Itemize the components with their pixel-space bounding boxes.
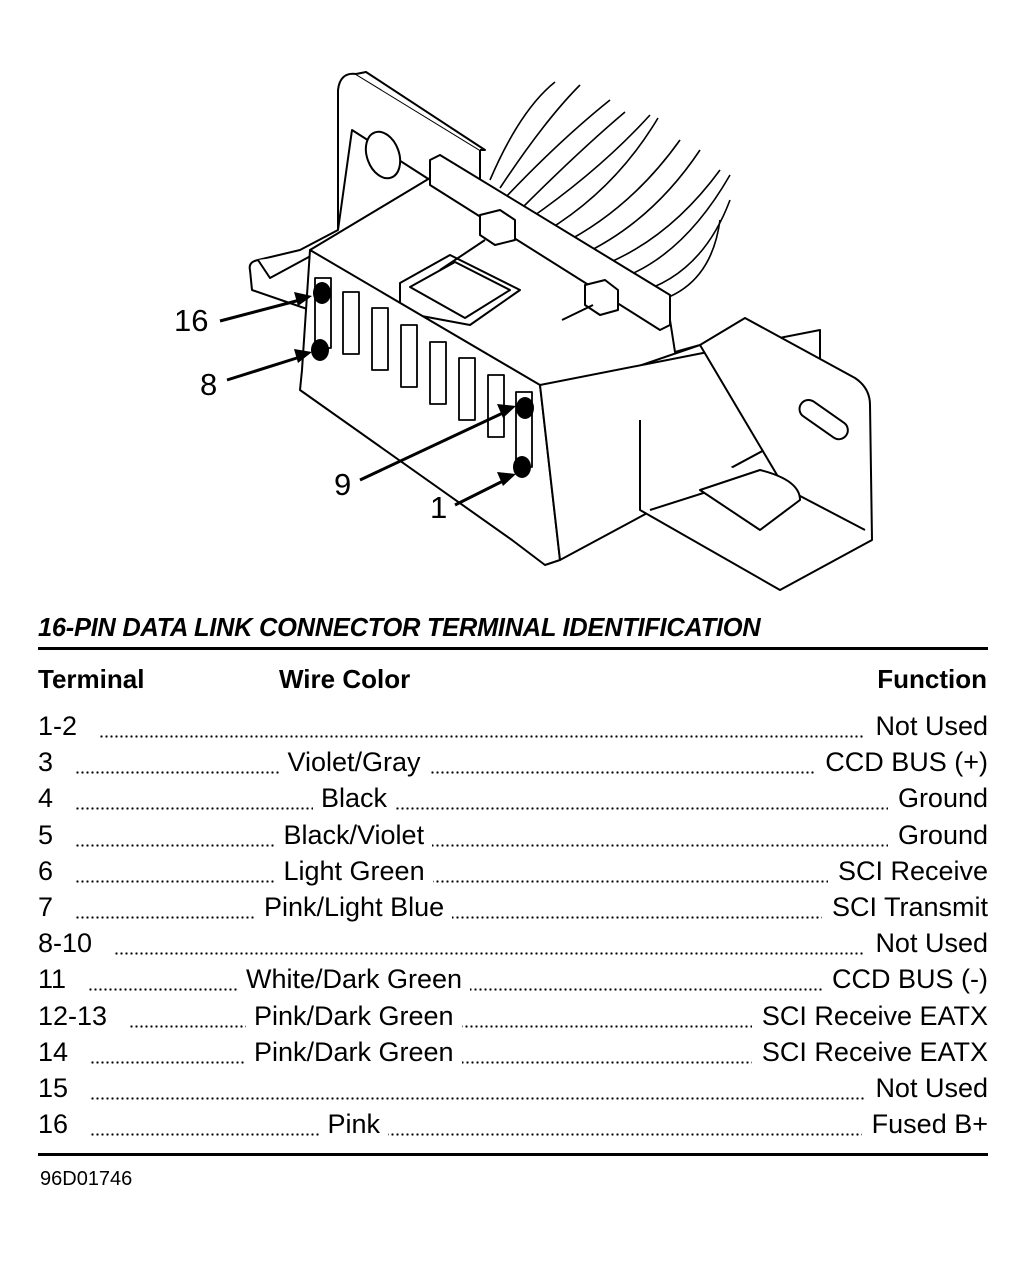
data-link-connector-illustration	[219, 71, 873, 591]
upper-mounting-bracket	[248, 71, 486, 311]
function-cell: SCI Receive EATX	[755, 1033, 988, 1070]
function-cell: CCD BUS (+)	[819, 744, 988, 781]
table-row: 8-10 Not Used	[38, 925, 988, 962]
terminal-cell: 7	[38, 892, 54, 922]
leader-dots	[90, 1097, 865, 1100]
function-cell: SCI Receive EATX	[755, 997, 988, 1034]
highlighted-pins	[311, 282, 534, 478]
table-row: 6 Light Green SCI Receive	[38, 852, 988, 889]
wire-color-cell: Pink/Dark Green	[246, 1033, 462, 1070]
terminal-cell: 3	[38, 747, 54, 778]
leader-dots	[75, 843, 888, 847]
leader-dots	[75, 807, 888, 811]
terminal-cell: 16	[38, 1109, 69, 1140]
wire-color-cell: Pink/Dark Green	[246, 997, 462, 1034]
function-cell: Not Used	[869, 708, 988, 744]
function-cell: CCD BUS (-)	[826, 961, 988, 998]
leader-dots	[114, 952, 865, 956]
function-cell: SCI Transmit	[825, 889, 988, 925]
terminal-cell: 4	[38, 783, 54, 814]
pin-cavities	[311, 277, 534, 478]
wire-color-cell: Pink	[319, 1106, 389, 1143]
wire-color-cell: Pink/Light Blue	[256, 889, 453, 925]
table-row: 15 Not Used	[38, 1070, 988, 1106]
table-row: 7 Pink/Light Blue SCI Transmit	[38, 889, 988, 925]
header-terminal: Terminal	[38, 664, 145, 694]
terminal-cell: 12-13	[38, 1000, 108, 1031]
function-cell: SCI Receive	[831, 852, 988, 889]
table-title: 16-PIN DATA LINK CONNECTOR TERMINAL IDEN…	[38, 612, 761, 642]
wire-color-cell: Black	[313, 780, 396, 817]
leader-dots	[75, 879, 828, 883]
table-row: 1-2 Not Used	[38, 708, 988, 744]
table-row: 11 White/Dark Green CCD BUS (-)	[38, 961, 988, 998]
terminal-cell: 8-10	[38, 928, 93, 959]
terminal-cell: 6	[38, 855, 54, 886]
wire-color-cell: Violet/Gray	[279, 744, 429, 781]
bottom-divider	[38, 1153, 988, 1156]
mounting-hole	[364, 130, 402, 180]
header-function: Function	[877, 664, 987, 694]
terminal-cell: 15	[38, 1073, 69, 1103]
function-cell: Ground	[891, 816, 988, 853]
leader-dots	[90, 1133, 862, 1137]
table-row: 16 Pink Fused B+	[38, 1106, 988, 1143]
table-row: 12-13 Pink/Dark Green SCI Receive EATX	[38, 997, 988, 1034]
callout-pin-9: 9	[334, 467, 352, 502]
wire-color-cell: Black/Violet	[275, 816, 433, 853]
function-cell: Not Used	[869, 1070, 988, 1106]
wire-color-cell: Light Green	[275, 852, 433, 889]
terminal-cell: 1-2	[38, 711, 78, 741]
terminal-cell: 5	[38, 819, 54, 850]
callout-pin-1: 1	[430, 490, 448, 525]
table-row: 4 Black Ground	[38, 780, 988, 817]
function-cell: Not Used	[869, 925, 988, 962]
wire-color-cell: White/Dark Green	[238, 961, 471, 998]
table-row: 3 Violet/Gray CCD BUS (+)	[38, 744, 988, 781]
lower-mounting-bracket	[639, 317, 873, 591]
callout-pin-16: 16	[174, 303, 209, 338]
table-row: 14 Pink/Dark Green SCI Receive EATX	[38, 1033, 988, 1070]
function-cell: Ground	[891, 780, 988, 817]
terminal-cell: 14	[38, 1036, 69, 1067]
terminal-cell: 11	[38, 964, 67, 995]
leader-dots	[99, 735, 865, 738]
figure-id: 96D01746	[40, 1168, 133, 1190]
function-cell: Fused B+	[865, 1106, 988, 1143]
callout-arrows	[219, 292, 516, 507]
callout-pin-8: 8	[200, 367, 218, 402]
header-wire-color: Wire Color	[279, 664, 411, 694]
top-divider	[38, 647, 988, 650]
leader-dots	[75, 771, 815, 775]
table-row: 5 Black/Violet Ground	[38, 816, 988, 853]
